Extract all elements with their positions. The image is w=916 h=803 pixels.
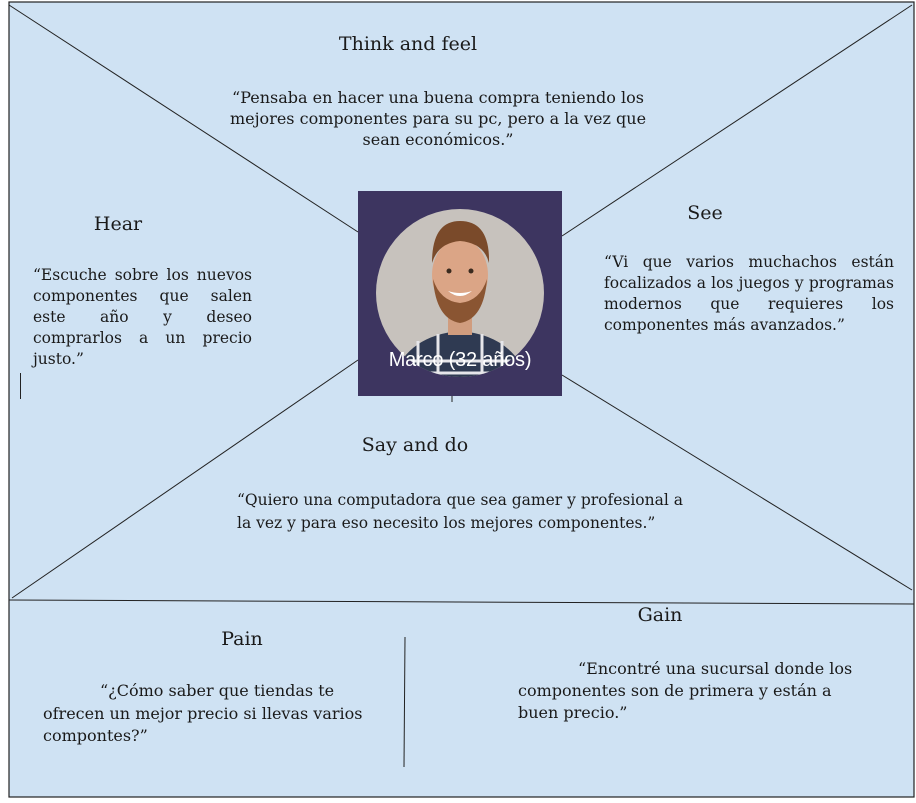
pain-gain-divider: [403, 636, 406, 768]
pain-line-2: ofrecen un mejor precio si llevas varios: [43, 704, 363, 723]
gain-line-1: “Encontré una sucursal donde los: [578, 659, 853, 678]
divider-bottom-left: [11, 359, 359, 599]
divider-top-left: [8, 4, 359, 233]
think-feel-title: Think and feel: [338, 33, 478, 55]
gain-title: Gain: [637, 604, 683, 626]
persona-name: Marco (32 años): [388, 349, 532, 371]
hear-title: Hear: [93, 213, 143, 235]
gain-line-3: buen precio.”: [518, 703, 628, 722]
hear-quote: “Escuche sobre los nuevos componentes qu…: [33, 266, 252, 368]
text-cursor: [20, 373, 21, 399]
person-portrait-icon: [376, 209, 544, 377]
see-title: See: [687, 202, 723, 224]
gain-line-2: componentes son de primera y están a: [518, 681, 832, 700]
say-do-line-2: la vez y para eso necesito los mejores c…: [237, 514, 656, 532]
see-quote: “Vi que varios muchachos están focalizad…: [604, 253, 894, 334]
persona-card: Marco (32 años): [358, 191, 562, 396]
pain-line-1: “¿Cómo saber que tiendas te: [100, 681, 335, 700]
section-divider-horizontal: [8, 599, 915, 605]
think-feel-line-1: “Pensaba en hacer una buena compra tenie…: [232, 88, 644, 107]
pain-line-3: compontes?”: [43, 726, 148, 745]
think-feel-line-2: mejores componentes para su pc, pero a l…: [229, 109, 647, 128]
divider-top-right: [561, 4, 913, 237]
think-feel-line-3: sean económicos.”: [362, 130, 514, 149]
map-background: [8, 1, 915, 798]
say-do-title: Say and do: [361, 434, 469, 456]
say-do-line-1: “Quiero una computadora que sea gamer y …: [237, 491, 683, 509]
divider-bottom-right: [561, 374, 913, 591]
pain-title: Pain: [221, 628, 263, 650]
